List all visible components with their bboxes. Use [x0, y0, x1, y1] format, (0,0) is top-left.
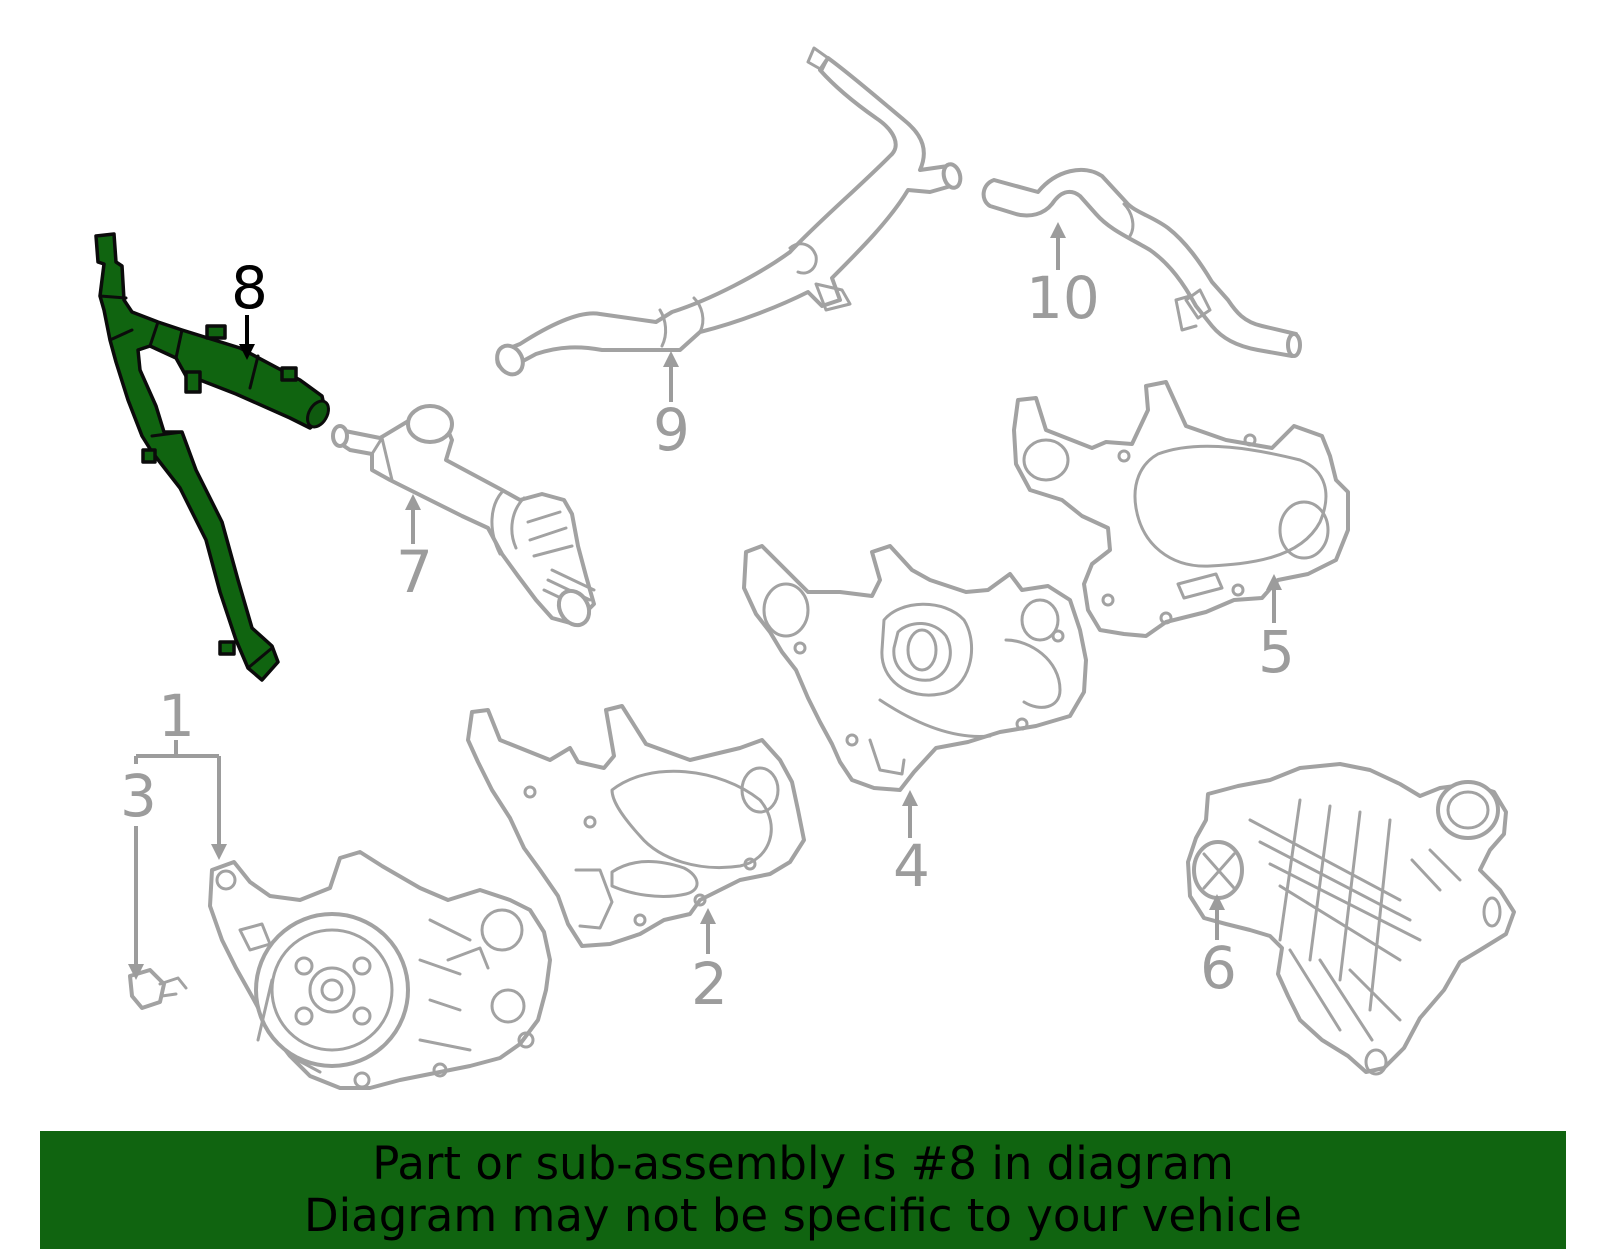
- part-5-gasket[interactable]: [1012, 380, 1350, 638]
- banner-line-disclaimer: Diagram may not be specific to your vehi…: [304, 1189, 1302, 1242]
- banner-line-part-number: Part or sub-assembly is #8 in diagram: [372, 1137, 1234, 1190]
- part-1-water-pump[interactable]: [208, 850, 552, 1090]
- callout-label-5: 5: [1258, 618, 1295, 686]
- part-10-hose[interactable]: [981, 167, 1302, 358]
- callout-label-4: 4: [893, 832, 930, 900]
- callout-label-6: 6: [1200, 934, 1237, 1002]
- info-banner: Part or sub-assembly is #8 in diagram Di…: [40, 1131, 1566, 1249]
- callout-label-7: 7: [396, 538, 433, 606]
- part-6-housing[interactable]: [1186, 762, 1516, 1076]
- callout-arrows: [128, 222, 1282, 980]
- callout-label-1: 1: [158, 682, 195, 750]
- part-2-cover[interactable]: [466, 704, 806, 948]
- part-8-coolant-pipe[interactable]: [94, 232, 333, 682]
- part-9-coolant-pipe[interactable]: [492, 46, 963, 379]
- part-4-timing-cover[interactable]: [742, 544, 1088, 792]
- callout-label-10: 10: [1026, 264, 1100, 332]
- part-7-thermostat-housing[interactable]: [331, 404, 596, 631]
- callout-label-2: 2: [691, 950, 728, 1018]
- callout-label-3: 3: [120, 762, 157, 830]
- part-3-sensor[interactable]: [128, 968, 188, 1010]
- callout-label-9: 9: [653, 396, 690, 464]
- callout-label-8: 8: [231, 254, 268, 322]
